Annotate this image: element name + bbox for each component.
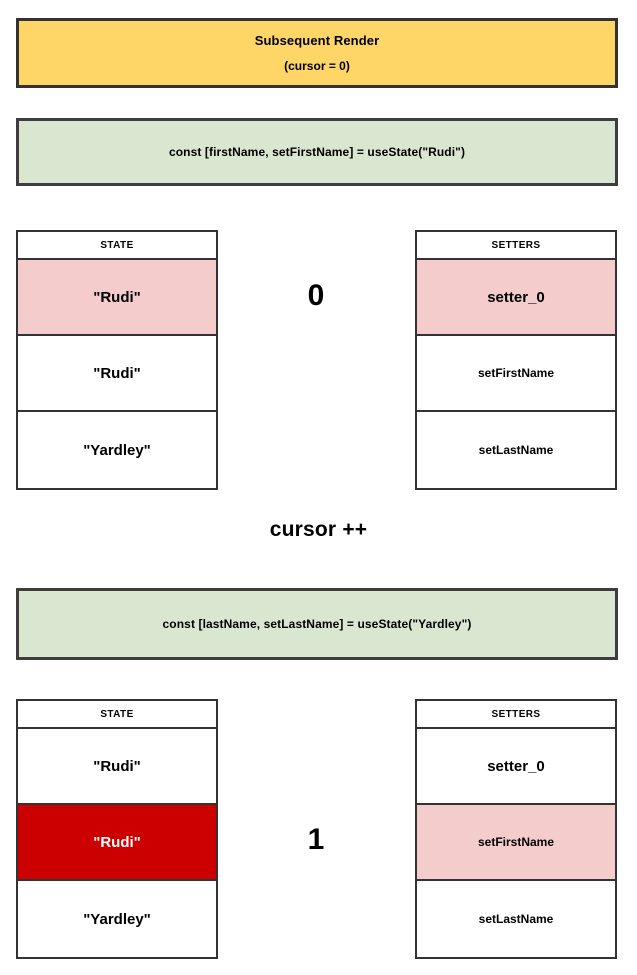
table-row: setLastName [417, 412, 615, 488]
setters-table-header: SETTERS [417, 232, 615, 260]
state-table-header: STATE [18, 701, 216, 729]
table-row: "Rudi" [18, 336, 216, 412]
cursor-value-stage-one: 0 [307, 279, 325, 312]
code-box-last-name: const [lastName, setLastName] = useState… [16, 588, 618, 660]
setters-table-stage-two: SETTERS setter_0 setFirstName setLastNam… [415, 699, 617, 959]
table-row: "Yardley" [18, 412, 216, 488]
table-row: setter_0 [417, 260, 615, 336]
cursor-value-stage-two: 1 [307, 823, 325, 856]
setters-table-header: SETTERS [417, 701, 615, 729]
render-banner-cursor-line: (cursor = 0) [284, 59, 350, 73]
subsequent-render-banner: Subsequent Render (cursor = 0) [16, 18, 618, 88]
table-row: "Yardley" [18, 881, 216, 957]
table-row: "Rudi" [18, 260, 216, 336]
cursor-increment-label: cursor ++ [269, 518, 368, 541]
state-table-header: STATE [18, 232, 216, 260]
setters-table-stage-one: SETTERS setter_0 setFirstName setLastNam… [415, 230, 617, 490]
table-row: setLastName [417, 881, 615, 957]
code-box-first-name: const [firstName, setFirstName] = useSta… [16, 118, 618, 186]
table-row: "Rudi" [18, 729, 216, 805]
render-banner-title: Subsequent Render [254, 33, 380, 48]
state-table-stage-one: STATE "Rudi" "Rudi" "Yardley" [16, 230, 218, 490]
state-table-stage-two: STATE "Rudi" "Rudi" "Yardley" [16, 699, 218, 959]
table-row: "Rudi" [18, 805, 216, 881]
table-row: setter_0 [417, 729, 615, 805]
table-row: setFirstName [417, 805, 615, 881]
table-row: setFirstName [417, 336, 615, 412]
